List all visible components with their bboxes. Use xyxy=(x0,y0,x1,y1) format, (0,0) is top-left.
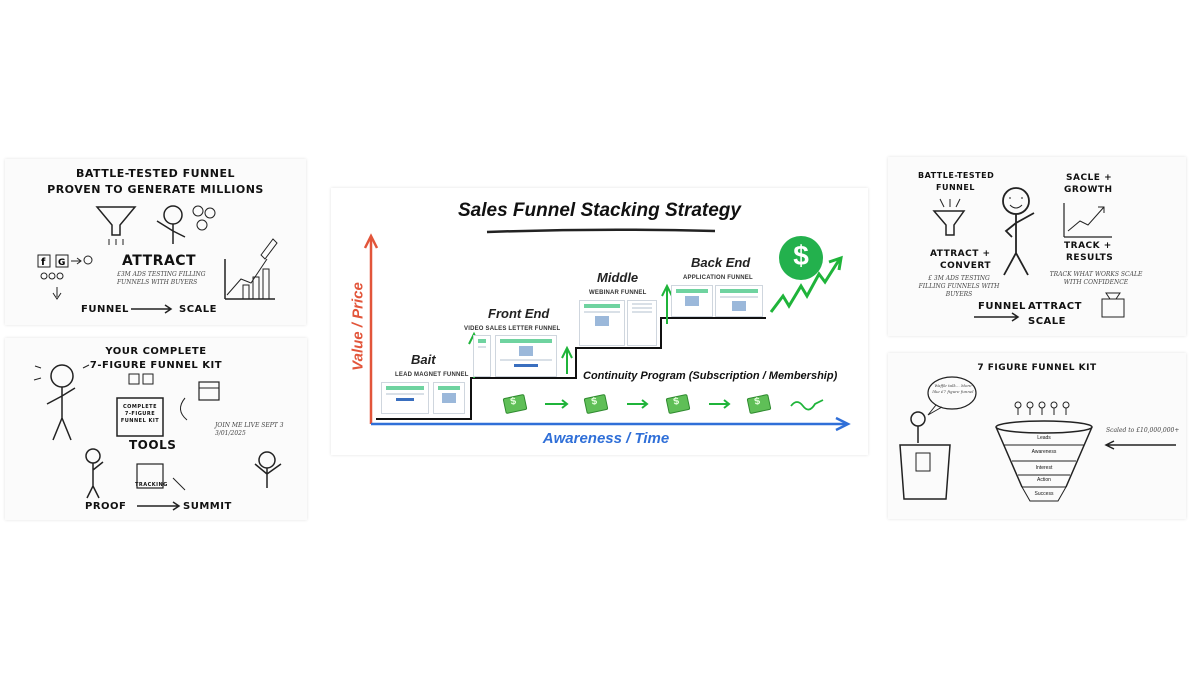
step-bait-label: Bait xyxy=(411,352,436,367)
x-axis-label: Awareness / Time xyxy=(542,430,670,447)
battle-line2: FUNNEL xyxy=(936,183,975,192)
dollar-sign: $ xyxy=(793,240,809,271)
step-bait-sub: LEAD MAGNET FUNNEL xyxy=(395,372,469,378)
panel-sales-funnel-stacking: Sales Funnel Stacking Strategy $ Value /… xyxy=(331,188,868,455)
tracking-label: TRACKING xyxy=(135,482,168,488)
kit-title-line1: YOUR COMPLETE xyxy=(105,346,207,357)
sacle-line1: SACLE + xyxy=(1066,173,1113,183)
panel-attract-convert: BATTLE-TESTED FUNNEL SACLE + GROWTH ATTR… xyxy=(888,157,1186,336)
scaled-text: Scaled to £10,000,000+ xyxy=(1106,427,1180,434)
note-right: TRACK WHAT WORKS SCALE WITH CONFIDENCE xyxy=(1049,271,1143,286)
summit-label: SUMMIT xyxy=(183,501,232,512)
attract-note: £3M ADS TESTING FILLING FUNNELS WITH BUY… xyxy=(117,271,206,286)
speech-text: Waffle talk... More like £7 figure funne… xyxy=(932,383,974,394)
middle-screenshot-1 xyxy=(579,300,625,346)
funnel-label-tr: FUNNEL xyxy=(978,301,1026,312)
note-left: £ 3M ADS TESTING FILLING FUNNELS WITH BU… xyxy=(918,275,1000,298)
step-front-end-label: Front End xyxy=(488,306,550,321)
box-text: COMPLETE 7-FIGURE FUNNEL KIT xyxy=(120,404,160,424)
tier-leads: Leads xyxy=(1037,435,1051,441)
track-line1: TRACK + xyxy=(1064,241,1112,251)
funnel-label: FUNNEL xyxy=(81,304,129,315)
y-axis-label: Value / Price xyxy=(349,282,367,371)
bait-screenshot-2 xyxy=(433,382,465,414)
convert-sketches xyxy=(932,187,1125,322)
sacle-line2: GROWTH xyxy=(1064,185,1113,195)
panel-funnel-kit: YOUR COMPLETE 7-FIGURE FUNNEL KIT COMPLE… xyxy=(5,338,307,520)
attract-label: ATTRACT xyxy=(122,253,197,269)
live-note: JOIN ME LIVE SEPT 3 3/01/2025 xyxy=(215,422,284,437)
panel-battle-tested-funnel: BATTLE-TESTED FUNNEL PROVEN TO GENERATE … xyxy=(5,159,306,325)
step-front-end-sub: VIDEO SALES LETTER FUNNEL xyxy=(464,326,561,332)
tier-action: Action xyxy=(1037,477,1051,483)
diagram-title: Sales Funnel Stacking Strategy xyxy=(458,200,741,221)
step-middle-label: Middle xyxy=(597,270,639,285)
back-end-screenshot-1 xyxy=(671,285,713,317)
tier-awareness: Awareness xyxy=(1031,449,1057,455)
panel-title-line2: PROVEN TO GENERATE MILLIONS xyxy=(47,183,264,196)
front-end-screenshot-2 xyxy=(495,335,557,377)
bait-screenshot-1 xyxy=(381,382,429,414)
kit-title-line2: 7-FIGURE FUNNEL KIT xyxy=(89,360,223,371)
front-end-screenshot-1 xyxy=(473,335,491,377)
attract-label-tr: ATTRACT xyxy=(1028,301,1082,312)
scale-label-tr: SCALE xyxy=(1028,316,1066,327)
scale-label: SCALE xyxy=(179,304,217,315)
panel-title-line1: BATTLE-TESTED FUNNEL xyxy=(75,167,236,180)
back-end-screenshot-2 xyxy=(715,285,763,317)
panel-7-figure-kit: 7 FIGURE FUNNEL KIT Waffle talk... More … xyxy=(888,353,1186,519)
tools-label: TOOLS xyxy=(129,438,177,452)
podium-funnel-sketch xyxy=(899,376,1176,502)
sketch-illustrations: f G xyxy=(37,205,278,314)
attract-line1: ATTRACT + xyxy=(930,249,991,259)
kit-sketches xyxy=(33,364,282,511)
middle-screenshot-2 xyxy=(627,300,657,346)
step-middle-sub: WEBINAR FUNNEL xyxy=(589,290,647,296)
continuity-label: Continuity Program (Subscription / Membe… xyxy=(583,370,838,382)
battle-line1: BATTLE-TESTED xyxy=(918,171,995,180)
svg-text:G: G xyxy=(58,258,65,268)
step-back-end-sub: APPLICATION FUNNEL xyxy=(683,275,753,281)
track-line2: RESULTS xyxy=(1066,253,1114,263)
step-back-end-label: Back End xyxy=(691,255,751,270)
tier-success: Success xyxy=(1034,491,1054,497)
kit-title: 7 FIGURE FUNNEL KIT xyxy=(977,363,1097,373)
proof-label: PROOF xyxy=(85,501,127,512)
svg-text:f: f xyxy=(41,257,46,268)
tier-interest: Interest xyxy=(1035,465,1053,471)
attract-line2: CONVERT xyxy=(940,261,992,271)
